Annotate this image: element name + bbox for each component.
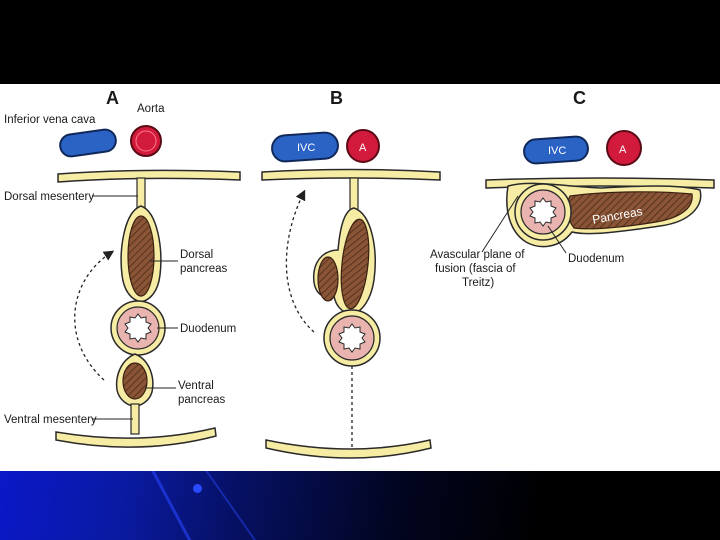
label-duodenum-c: Duodenum <box>568 253 624 265</box>
curved-arrow-icon <box>74 250 115 381</box>
decorative-streak <box>204 471 258 540</box>
duodenum-b-lumen <box>338 323 366 353</box>
ventral-body-wall-a <box>55 427 217 448</box>
label-ventral-mesentery: Ventral mesentery <box>4 414 97 426</box>
label-ventral-pancreas-2: pancreas <box>178 394 226 406</box>
label-dorsal-pancreas-2: pancreas <box>180 263 228 275</box>
decorative-streak <box>149 471 194 540</box>
label-fusion-3: Treitz) <box>462 277 494 289</box>
label-ivc-b: IVC <box>297 142 315 154</box>
label-fusion-2: fusion (fascia of <box>435 263 516 275</box>
panel-a: A Inferior vena cava Aorta <box>4 88 241 448</box>
ventral-pancreas <box>122 362 148 400</box>
pancreas-development-diagram: A Inferior vena cava Aorta <box>4 88 715 459</box>
curved-arrow-icon <box>285 189 315 333</box>
dorsal-body-wall-a <box>57 169 241 183</box>
label-inferior-vena-cava: Inferior vena cava <box>4 114 96 126</box>
duodenum-c-lumen <box>529 197 557 227</box>
dorsal-pancreas-b <box>340 218 370 310</box>
label-ventral-pancreas-1: Ventral <box>178 380 214 392</box>
aorta-vessel-a <box>130 125 162 157</box>
label-ivc-c: IVC <box>548 145 566 157</box>
aorta-vessel-c: A <box>606 130 642 166</box>
ventral-body-wall-b <box>265 439 432 459</box>
leader-duodenum-c <box>547 225 567 254</box>
slide-top-band <box>0 0 720 84</box>
label-duodenum-a: Duodenum <box>180 323 236 335</box>
label-fusion-1: Avascular plane of <box>430 249 525 261</box>
label-aorta: Aorta <box>137 103 165 115</box>
label-aorta-b: A <box>359 142 367 154</box>
panel-b: B IVC A <box>261 88 441 459</box>
slide-bottom-band <box>0 471 720 540</box>
dorsal-body-wall-b <box>261 168 441 181</box>
label-dorsal-pancreas-1: Dorsal <box>180 249 213 261</box>
panel-b-letter: B <box>330 88 343 108</box>
ivc-vessel-b: IVC <box>271 131 339 163</box>
aorta-vessel-b: A <box>346 129 380 163</box>
ivc-vessel-a <box>59 128 117 158</box>
panel-c: C IVC A Pancreas Avascular plane of fusi… <box>430 88 715 289</box>
decorative-dot <box>193 484 202 493</box>
dorsal-pancreas <box>127 215 155 297</box>
duodenum-a-lumen <box>124 313 152 343</box>
ivc-vessel-c: IVC <box>523 135 589 165</box>
figure-area: A Inferior vena cava Aorta <box>0 84 720 471</box>
pancreas-c <box>566 191 693 230</box>
label-dorsal-mesentery: Dorsal mesentery <box>4 191 94 203</box>
leader-fusion-plane <box>481 195 519 253</box>
panel-c-letter: C <box>573 88 586 108</box>
panel-a-letter: A <box>106 88 119 108</box>
ventral-pancreas-b <box>317 256 339 302</box>
label-aorta-c: A <box>619 144 627 156</box>
